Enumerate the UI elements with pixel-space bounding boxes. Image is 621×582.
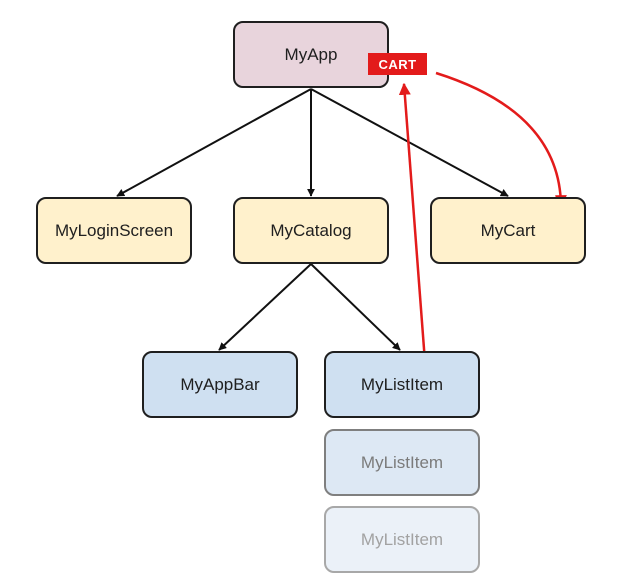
node-mycart-label: MyCart xyxy=(480,220,536,240)
cart-badge-label: CART xyxy=(378,56,417,72)
node-mycart: MyCart xyxy=(430,197,586,264)
arrow-mycatalog-to-mylistitem xyxy=(310,263,401,351)
arrow-myapp-to-myloginscreen xyxy=(116,88,312,197)
red-arrow-cart-badge-to-mycart xyxy=(435,71,567,208)
node-myappbar-label: MyAppBar xyxy=(180,374,260,394)
node-mylistitem-2: MyListItem xyxy=(324,429,480,496)
node-mycatalog-label: MyCatalog xyxy=(270,220,352,240)
node-myloginscreen: MyLoginScreen xyxy=(36,197,192,264)
node-mylistitem-2-label: MyListItem xyxy=(360,452,444,472)
node-myloginscreen-label: MyLoginScreen xyxy=(54,220,174,240)
node-mycatalog: MyCatalog xyxy=(233,197,389,264)
node-mylistitem-1: MyListItem xyxy=(324,351,480,418)
red-arrow-listitem-to-cart-badge xyxy=(398,82,427,363)
node-mylistitem-3: MyListItem xyxy=(324,506,480,573)
node-myappbar: MyAppBar xyxy=(142,351,298,418)
cart-badge: CART xyxy=(368,53,427,75)
node-mylistitem-3-label: MyListItem xyxy=(360,529,444,549)
node-myapp-label: MyApp xyxy=(284,44,338,64)
arrow-mycatalog-to-myappbar xyxy=(218,263,312,351)
node-mylistitem-1-label: MyListItem xyxy=(360,374,444,394)
node-myapp: MyApp xyxy=(233,21,389,88)
